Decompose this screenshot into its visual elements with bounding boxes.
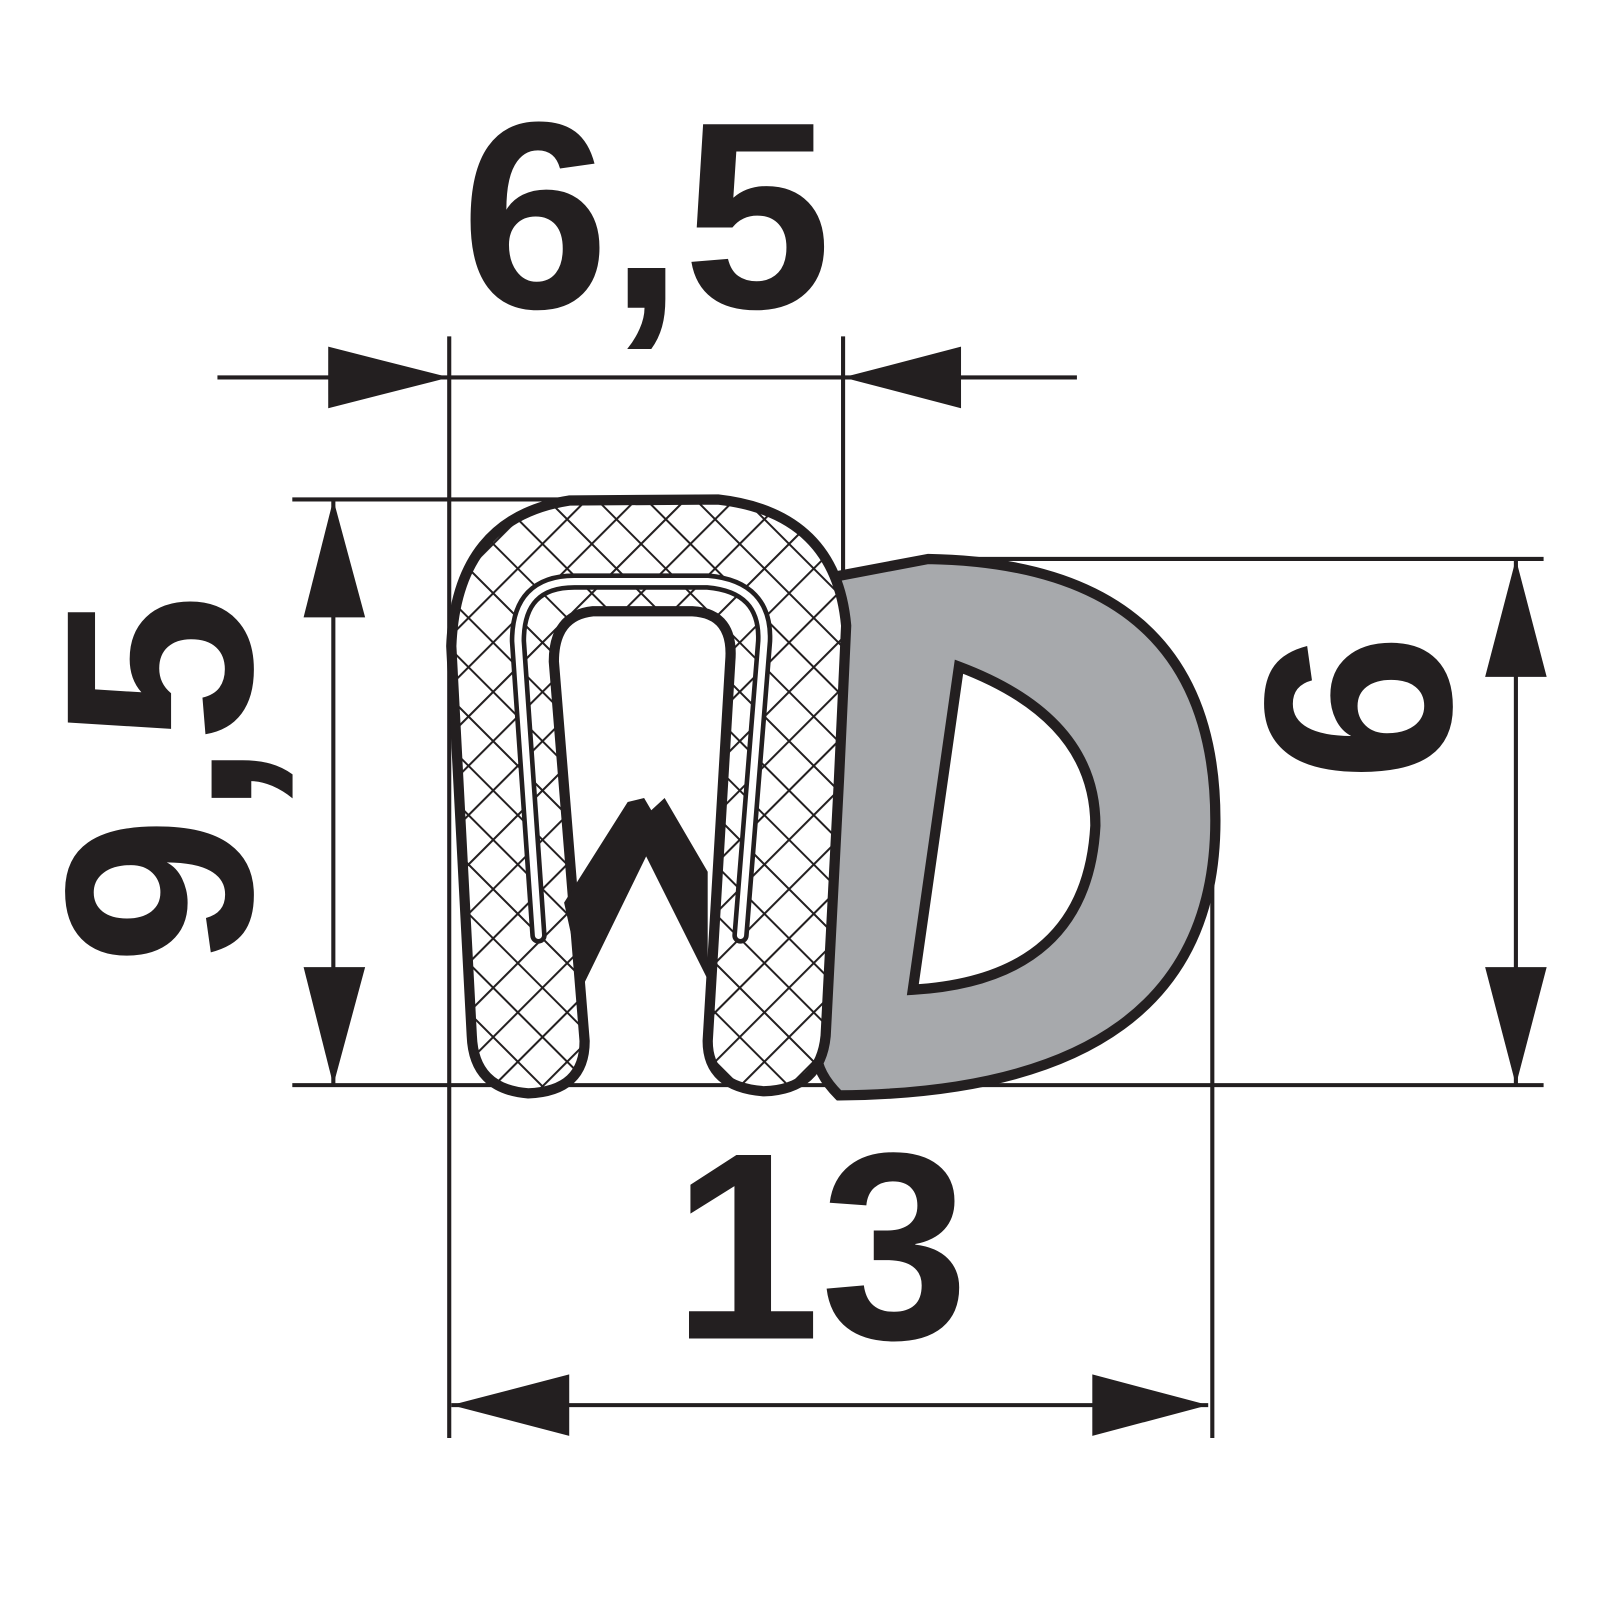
clip-profile [446, 494, 852, 1099]
dimension-left-label: 9,5 [10, 594, 308, 965]
dimension-bottom-label: 13 [672, 1097, 969, 1395]
gripping-lips [564, 797, 708, 987]
dimension-bottom: 13 [451, 1097, 1209, 1436]
dimension-left: 9,5 [10, 499, 366, 1086]
dimension-right: 9 [1210, 558, 1547, 1086]
dimension-top-label: 6,5 [461, 67, 832, 365]
metal-insert [509, 573, 773, 944]
dimension-right-label: 9 [1210, 634, 1508, 782]
sealing-bulb [811, 553, 1221, 1101]
dimension-top: 6,5 [217, 67, 1077, 409]
